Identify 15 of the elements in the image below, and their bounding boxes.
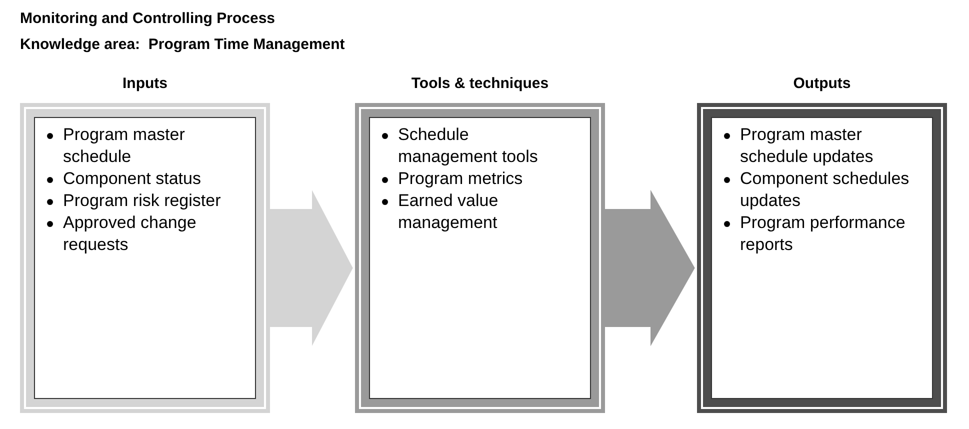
title: Monitoring and Controlling Process [20,9,275,29]
bullet-item: Approved change requests [63,212,198,256]
column-heading: Outputs [792,74,852,94]
bullet-item: Program performance reports [740,212,906,256]
bullet-item: Component status [63,168,202,190]
bullet-item: Program risk register [63,190,222,212]
bullet-item: Earned value management [398,190,500,234]
bullet-item: Program metrics [398,168,524,190]
bullet-item: Program master schedule [63,124,186,168]
column-heading: Tools & techniques [410,74,550,94]
column-heading: Inputs [122,74,168,94]
subtitle: Knowledge area: Program Time Management [20,35,345,55]
bullet-item: Program master schedule updates [740,124,874,168]
bullet-item: Component schedules updates [740,168,910,212]
bullet-item: Schedule management tools [398,124,539,168]
